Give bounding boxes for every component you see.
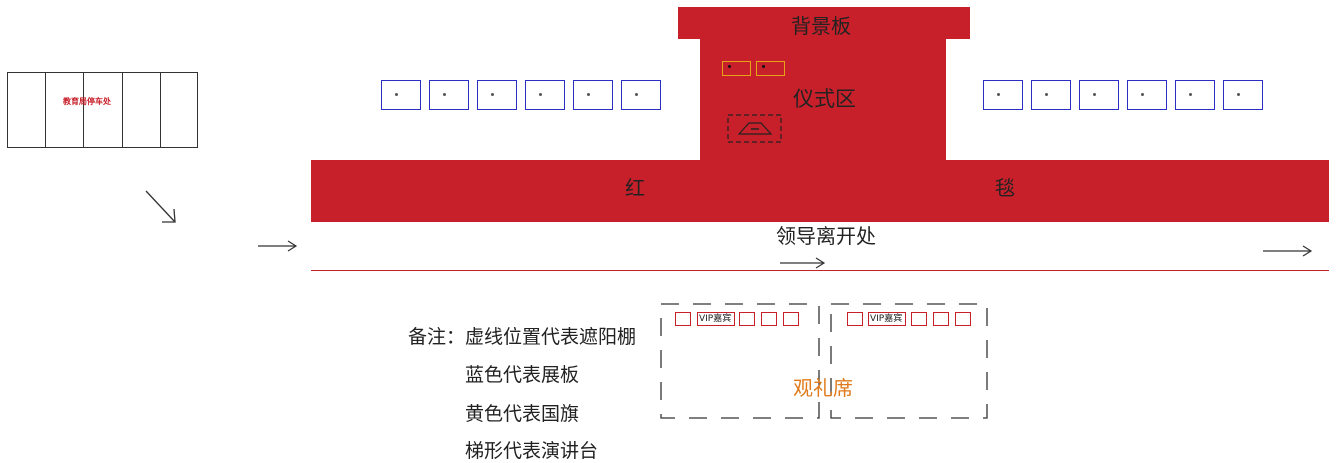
parking-divider (83, 73, 84, 147)
flag-icon (722, 61, 751, 76)
note-sunshade: 虚线位置代表遮阳棚 (465, 326, 637, 348)
leader-exit-label: 领导离开处 (776, 224, 876, 248)
parking-divider (122, 73, 123, 147)
parking-area: 教育局停车处 (7, 72, 198, 148)
seat (955, 312, 971, 326)
vip-seat: VIP嘉宾 (697, 312, 735, 326)
notes-prefix: 备注： (408, 326, 466, 348)
display-panel (573, 80, 613, 110)
display-panel (983, 80, 1023, 110)
display-panel (1079, 80, 1119, 110)
parking-divider (45, 73, 46, 147)
viewing-stand-outlines (660, 303, 988, 419)
seat (911, 312, 927, 326)
display-panel (429, 80, 469, 110)
diagonal-arrow-icon (145, 190, 176, 223)
display-panel (621, 80, 661, 110)
right-exit-arrow-icon (1263, 245, 1313, 257)
seat (675, 312, 691, 326)
display-panel (1031, 80, 1071, 110)
carpet-label-right: 毯 (995, 176, 1015, 200)
flag-icon (756, 61, 785, 76)
seat (761, 312, 777, 326)
note-panels: 蓝色代表展板 (465, 364, 580, 386)
podium-icon (727, 114, 782, 143)
seat (933, 312, 949, 326)
ceremony-area-label: 仪式区 (793, 87, 856, 111)
backdrop: 背景板 (678, 7, 970, 39)
parking-label: 教育局停车处 (63, 97, 111, 106)
carpet-label-left: 红 (625, 176, 645, 200)
display-panel (1175, 80, 1215, 110)
display-panel (477, 80, 517, 110)
note-flags: 黄色代表国旗 (465, 403, 580, 425)
display-panel (1127, 80, 1167, 110)
road-line (311, 270, 1329, 271)
seat (739, 312, 755, 326)
left-entry-arrow-icon (258, 240, 298, 252)
display-panel (1223, 80, 1263, 110)
backdrop-label: 背景板 (791, 14, 851, 38)
display-panel (381, 80, 421, 110)
display-panel (525, 80, 565, 110)
seat (847, 312, 863, 326)
note-podium: 梯形代表演讲台 (465, 440, 599, 462)
viewing-stand-label: 观礼席 (793, 376, 853, 400)
seat (783, 312, 799, 326)
parking-divider (160, 73, 161, 147)
red-carpet: 红 毯 (311, 160, 1329, 222)
vip-seat: VIP嘉宾 (868, 312, 906, 326)
ceremony-stage: 仪式区 (700, 38, 946, 162)
leader-exit-arrow-icon (780, 257, 826, 269)
